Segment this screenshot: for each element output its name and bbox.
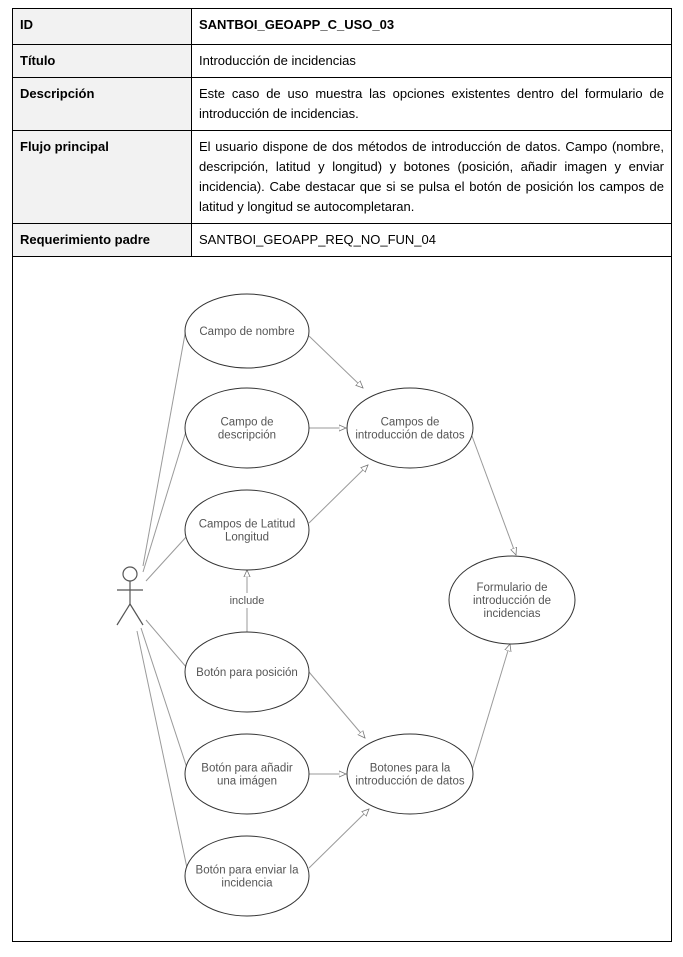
row-descripcion: Descripción Este caso de uso muestra las… bbox=[13, 77, 671, 131]
use-case-table: ID SANTBOI_GEOAPP_C_USO_03 Título Introd… bbox=[13, 9, 671, 257]
use-case-enviar-label: Botón para enviar la bbox=[196, 865, 300, 877]
use-case-enviar-ellipse bbox=[184, 835, 310, 917]
row-titulo: Título Introducción de incidencias bbox=[13, 44, 671, 78]
label-id: ID bbox=[13, 9, 192, 45]
use-case-imagen-label: Botón para añadir bbox=[201, 763, 293, 775]
use-case-formulario-ellipse bbox=[448, 555, 576, 645]
use-case-botones-ellipse bbox=[346, 733, 474, 815]
use-case-campos-ellipse bbox=[346, 387, 474, 469]
assoc-actor-enviar bbox=[136, 630, 188, 869]
use-case-latlon-label: Campos de Latitud bbox=[199, 519, 296, 531]
use-case-posicion-ellipse bbox=[184, 631, 310, 713]
assoc-actor-imagen bbox=[140, 627, 188, 769]
use-case-formulario-label: introducción de bbox=[473, 595, 551, 607]
use-case-enviar-label: incidencia bbox=[221, 878, 273, 890]
edge-enviar-botones bbox=[308, 809, 369, 869]
use-case-botones-label: introducción de datos bbox=[355, 776, 465, 788]
row-requerimiento-padre: Requerimiento padre SANTBOI_GEOAPP_REQ_N… bbox=[13, 223, 671, 257]
edge-nombre-campos bbox=[308, 335, 363, 388]
value-requerimiento-padre: SANTBOI_GEOAPP_REQ_NO_FUN_04 bbox=[191, 223, 671, 257]
value-id: SANTBOI_GEOAPP_C_USO_03 bbox=[191, 9, 671, 45]
edge-botones-formulario bbox=[471, 644, 510, 771]
label-descripcion: Descripción bbox=[13, 77, 192, 131]
use-case-nombre-ellipse bbox=[184, 293, 310, 369]
use-case-descripcion-label: Campo de bbox=[220, 417, 273, 429]
use-case-botones-label: Botones para la bbox=[370, 763, 451, 775]
row-id: ID SANTBOI_GEOAPP_C_USO_03 bbox=[13, 9, 671, 45]
row-flujo-principal: Flujo principal El usuario dispone de do… bbox=[13, 130, 671, 224]
label-titulo: Título bbox=[13, 44, 192, 78]
assoc-actor-latlon bbox=[145, 535, 188, 582]
use-case-descripcion-label: descripción bbox=[218, 430, 276, 442]
use-case-imagen-label: una imágen bbox=[217, 776, 277, 788]
include-label-bg bbox=[224, 593, 270, 608]
use-case-posicion: Botón para posición bbox=[184, 631, 310, 713]
value-descripcion: Este caso de uso muestra las opciones ex… bbox=[191, 77, 671, 131]
value-titulo: Introducción de incidencias bbox=[191, 44, 671, 78]
edge-posicion-botones bbox=[308, 671, 365, 738]
assoc-actor-descripcion bbox=[142, 427, 188, 573]
use-case-posicion-label: Botón para posición bbox=[196, 667, 298, 679]
edge-campos-formulario bbox=[471, 435, 516, 555]
value-flujo-principal: El usuario dispone de dos métodos de int… bbox=[191, 130, 671, 224]
use-case-formulario-label: incidencias bbox=[484, 608, 541, 620]
use-case-campos-label: Campos de bbox=[381, 417, 440, 429]
use-case-formulario-label: Formulario de bbox=[477, 582, 548, 594]
use-case-campos-label: introducción de datos bbox=[355, 430, 465, 442]
use-case-latlon-label: Longitud bbox=[225, 532, 269, 544]
assoc-actor-nombre bbox=[142, 322, 188, 567]
use-case-descripcion-ellipse bbox=[184, 387, 310, 469]
use-case-latlon-ellipse bbox=[184, 489, 310, 571]
use-case-sheet: ID SANTBOI_GEOAPP_C_USO_03 Título Introd… bbox=[12, 8, 672, 942]
assoc-actor-posicion bbox=[145, 619, 188, 669]
use-case-imagen-ellipse bbox=[184, 733, 310, 815]
label-flujo-principal: Flujo principal bbox=[13, 130, 192, 224]
include-label: include bbox=[230, 595, 265, 607]
actor-user-icon bbox=[116, 566, 144, 626]
use-case-nombre: Campo de nombre bbox=[184, 293, 310, 369]
edge-latlon-campos bbox=[308, 465, 368, 524]
label-requerimiento-padre: Requerimiento padre bbox=[13, 223, 192, 257]
use-case-nombre-label: Campo de nombre bbox=[199, 326, 294, 338]
